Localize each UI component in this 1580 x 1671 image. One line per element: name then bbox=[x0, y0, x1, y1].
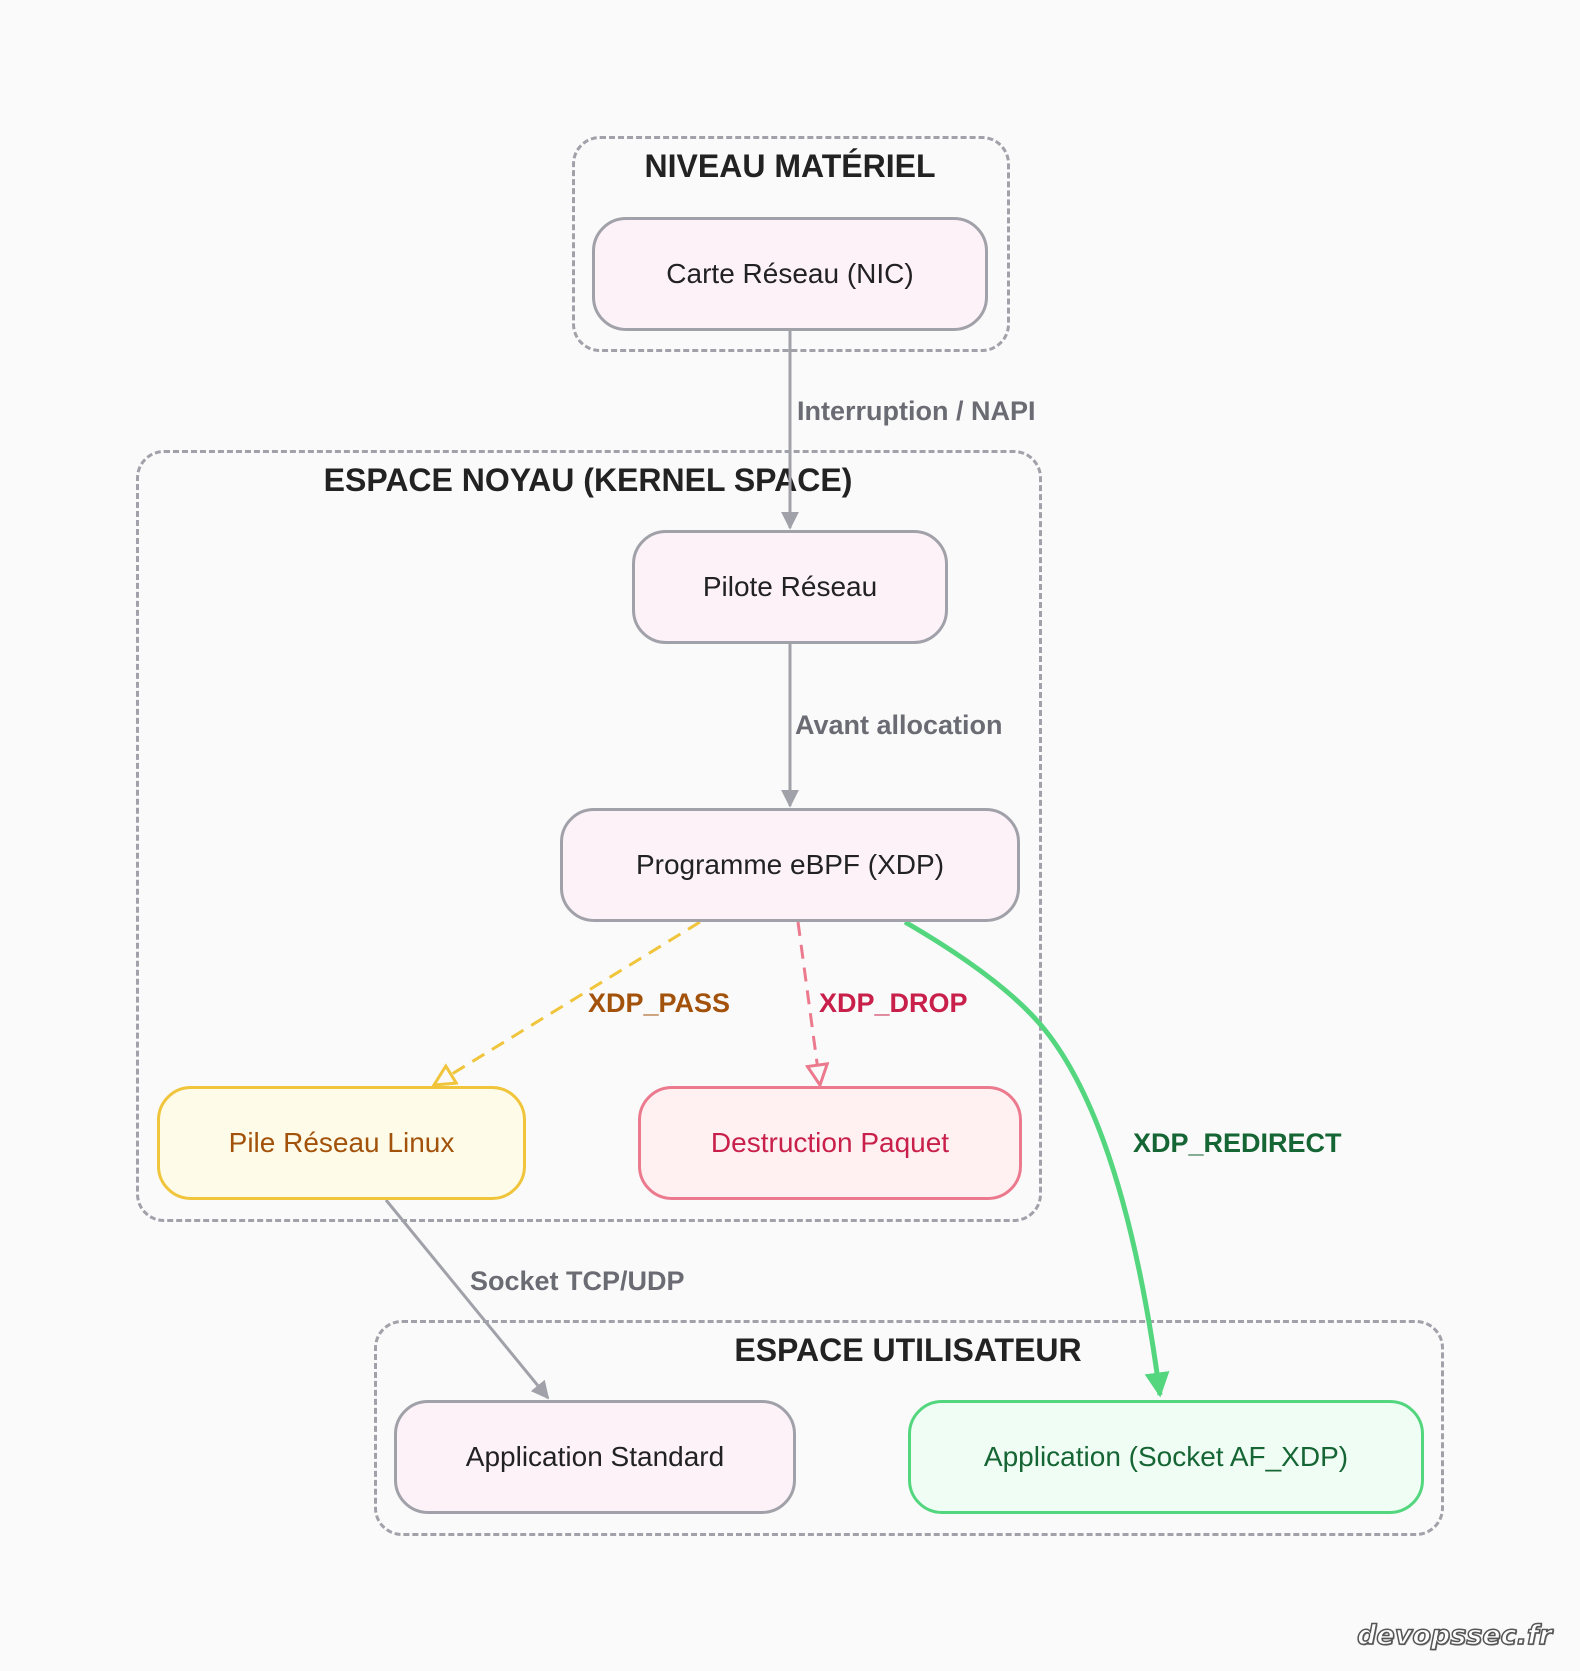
label-interruption-napi: Interruption / NAPI bbox=[797, 396, 1036, 426]
label-avant-allocation: Avant allocation bbox=[795, 710, 1003, 740]
watermark: devopssec.fr bbox=[1356, 1619, 1552, 1652]
node-app-standard: Application Standard bbox=[394, 1400, 796, 1514]
node-driver: Pilote Réseau bbox=[632, 530, 948, 644]
node-linux-stack: Pile Réseau Linux bbox=[157, 1086, 526, 1200]
label-socket-tcp-udp: Socket TCP/UDP bbox=[470, 1266, 685, 1296]
label-xdp-pass: XDP_PASS bbox=[588, 988, 731, 1018]
edge-xdp-redirect bbox=[903, 919, 1170, 1398]
group-kernel bbox=[136, 450, 1042, 1222]
group-kernel-title: ESPACE NOYAU (KERNEL SPACE) bbox=[323, 462, 853, 498]
edge-xdp-drop bbox=[796, 921, 820, 1085]
node-nic: Carte Réseau (NIC) bbox=[592, 217, 988, 331]
node-app-afxdp: Application (Socket AF_XDP) bbox=[908, 1400, 1424, 1514]
node-packet-drop: Destruction Paquet bbox=[638, 1086, 1022, 1200]
edge-xdp-pass bbox=[434, 920, 701, 1085]
edge-stack-app bbox=[384, 1199, 550, 1400]
group-user-title: ESPACE UTILISATEUR bbox=[734, 1332, 1082, 1368]
group-hardware-title: NIVEAU MATÉRIEL bbox=[644, 148, 936, 184]
label-xdp-redirect: XDP_REDIRECT bbox=[1133, 1128, 1342, 1158]
node-xdp-program: Programme eBPF (XDP) bbox=[560, 808, 1020, 922]
group-user bbox=[374, 1320, 1444, 1536]
label-xdp-drop: XDP_DROP bbox=[819, 988, 968, 1018]
